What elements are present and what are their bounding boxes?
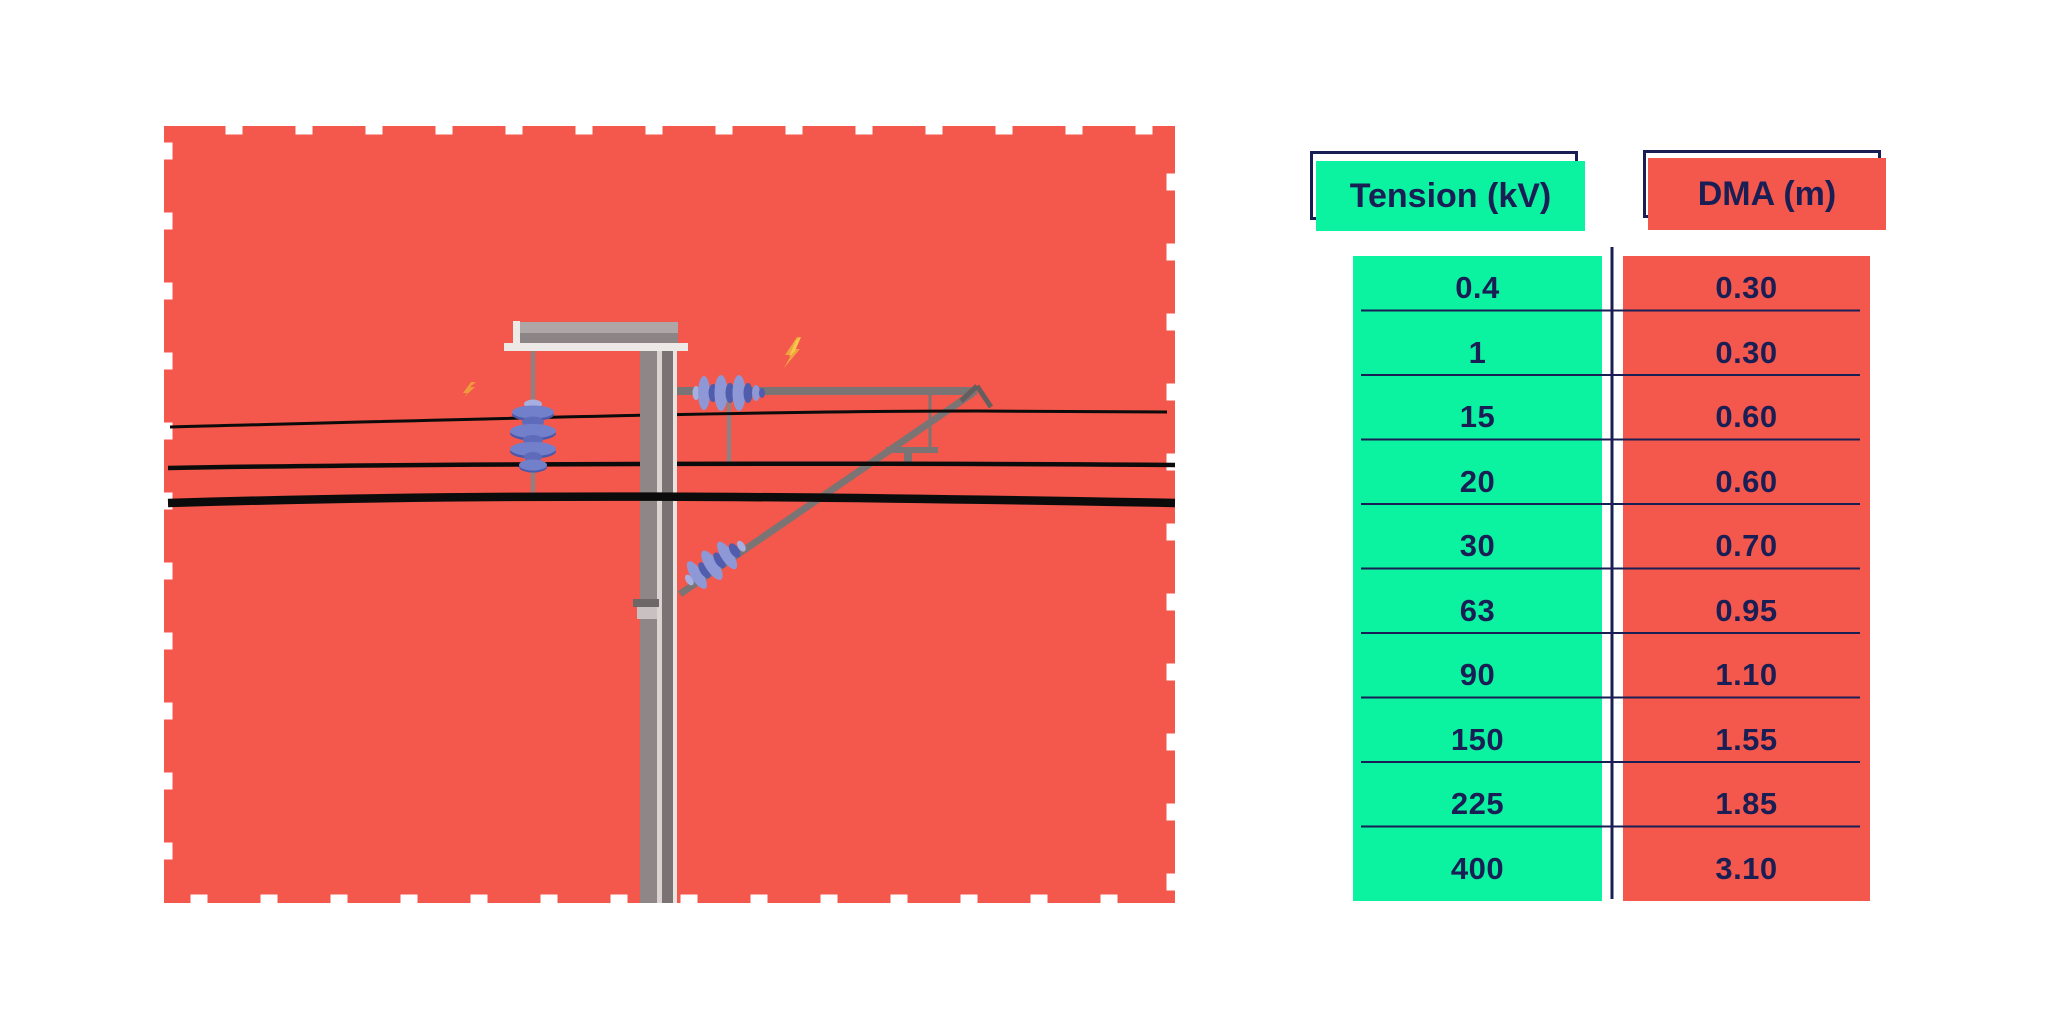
power-line-top (169, 409, 1168, 429)
dma-header: DMA (m) (1648, 158, 1886, 230)
dma-column: 0.30 0.30 0.60 0.60 0.70 0.95 1.10 1.55 … (1623, 256, 1870, 901)
lightning-bolt-icon (784, 337, 801, 368)
horizontal-insulator-icon (692, 375, 765, 411)
pole-clip (633, 599, 659, 619)
dma-cell: 0.70 (1715, 528, 1778, 564)
tension-cell: 90 (1459, 657, 1496, 693)
dma-cell: 0.30 (1715, 334, 1778, 370)
suspension-insulator-icon (510, 399, 556, 473)
dma-cell: 1.10 (1715, 657, 1778, 693)
tension-column: 0.4 1 15 20 30 63 90 150 225 400 (1353, 256, 1602, 901)
tension-cell: 400 (1450, 850, 1505, 886)
dma-cell: 1.55 (1715, 721, 1778, 757)
dma-cell: 0.60 (1715, 463, 1778, 499)
tension-cell: 1 (1468, 334, 1487, 370)
tension-cell: 15 (1459, 399, 1496, 435)
tension-cell: 0.4 (1455, 270, 1500, 306)
dma-header-label: DMA (m) (1697, 174, 1837, 213)
diagonal-insulator-icon (684, 540, 746, 589)
dma-cell: 1.85 (1715, 786, 1778, 822)
dma-cell: 0.60 (1715, 399, 1778, 435)
power-line-bottom (167, 492, 1176, 508)
tension-cell: 150 (1450, 721, 1505, 757)
tension-cell: 30 (1459, 528, 1496, 564)
dma-cell: 0.95 (1715, 592, 1778, 628)
utility-pole (640, 345, 677, 903)
tension-cell: 63 (1459, 592, 1496, 628)
tension-header: Tension (kV) (1316, 161, 1585, 231)
tension-cell: 20 (1459, 463, 1496, 499)
dma-cell: 0.30 (1715, 270, 1778, 306)
power-pole-illustration (164, 126, 1176, 903)
lightning-bolt-small-icon (463, 382, 476, 397)
tension-header-label: Tension (kV) (1349, 176, 1552, 215)
crossarm (504, 321, 688, 351)
tension-cell: 225 (1450, 786, 1505, 822)
dma-cell: 3.10 (1715, 850, 1778, 886)
